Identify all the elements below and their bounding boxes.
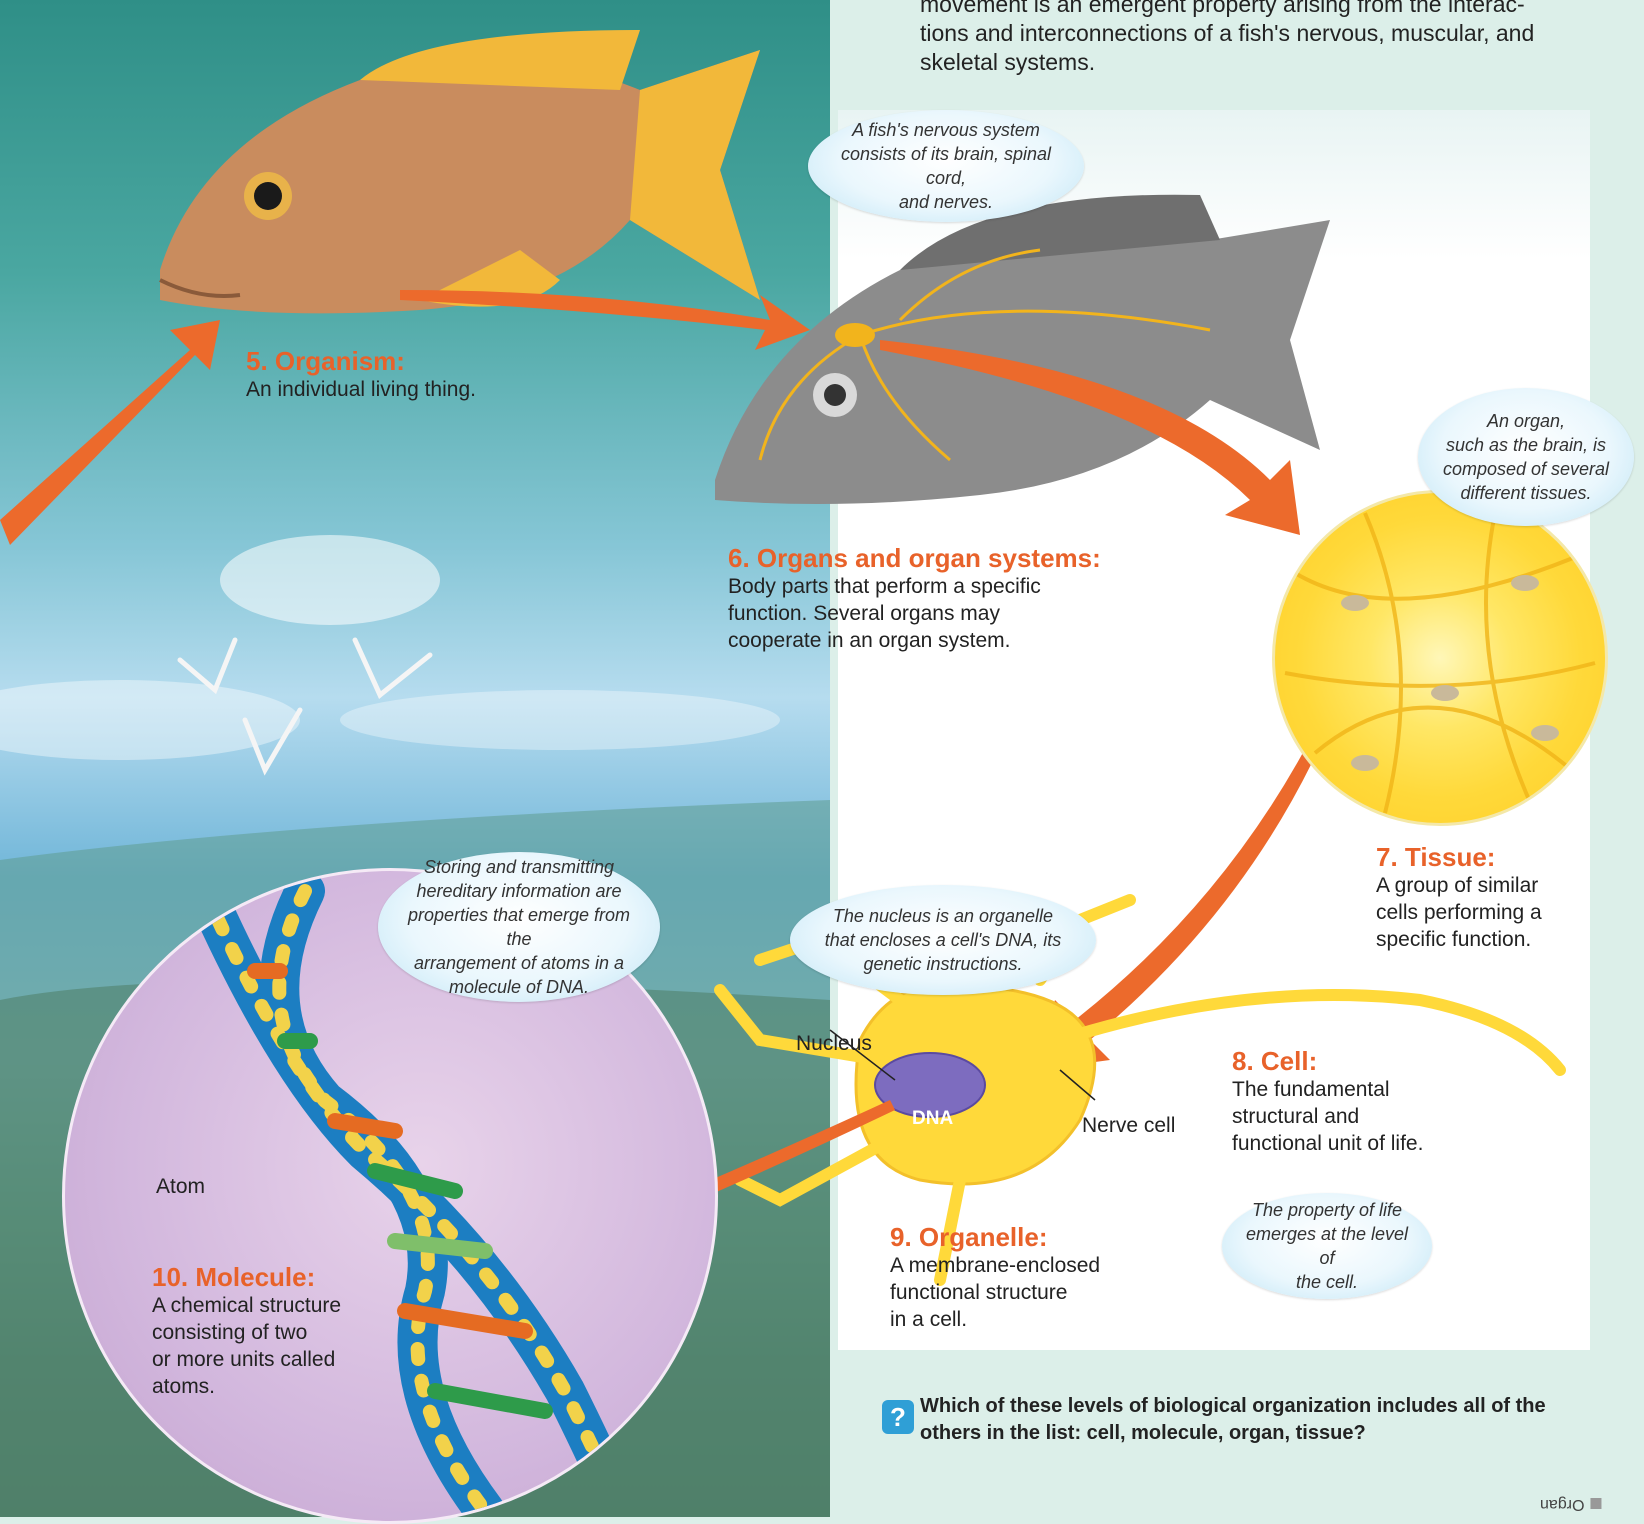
tissue-desc-line: specific function.: [1376, 926, 1542, 953]
organs-caption: 6. Organs and organ systems: Body parts …: [728, 543, 1101, 654]
bubble-line: different tissues.: [1443, 481, 1609, 505]
intro-text: movement is an emergent property arising…: [920, 0, 1620, 77]
intro-line: skeletal systems.: [920, 48, 1620, 77]
bubble-line: arrangement of atoms in a: [400, 951, 638, 975]
question-line: others in the list: cell, molecule, orga…: [920, 1420, 1600, 1447]
bubble-line: such as the brain, is: [1443, 433, 1609, 457]
bubble-line: molecule of DNA.: [400, 975, 638, 999]
answer-text: Organ: [1540, 1495, 1584, 1513]
bubble-line: the cell.: [1244, 1270, 1410, 1294]
bubble-line: emerges at the level of: [1244, 1222, 1410, 1270]
tissue-network: [1275, 493, 1605, 823]
arrow-tissue-to-cell: [1035, 700, 1340, 1070]
organelle-heading: 9. Organelle:: [890, 1222, 1100, 1252]
cell-desc-line: functional unit of life.: [1232, 1130, 1423, 1157]
cell-desc-line: The fundamental: [1232, 1076, 1423, 1103]
nervous-system-bubble: A fish's nervous system consists of its …: [808, 110, 1084, 222]
tissue-desc-line: A group of similar: [1376, 872, 1542, 899]
molecule-heading: 10. Molecule:: [152, 1262, 341, 1292]
organs-desc-line: function. Several organs may: [728, 600, 1101, 627]
life-bubble: The property of life emerges at the leve…: [1222, 1193, 1432, 1299]
question-line: Which of these levels of biological orga…: [920, 1393, 1600, 1420]
arrow-organism-to-organs: [400, 290, 810, 350]
question-icon: ?: [882, 1400, 914, 1434]
tissue-desc-line: cells performing a: [1376, 899, 1542, 926]
dna-bubble: Storing and transmitting hereditary info…: [378, 852, 660, 1002]
bubble-line: consists of its brain, spinal cord,: [830, 142, 1062, 190]
organ-bubble: An organ, such as the brain, is composed…: [1418, 388, 1634, 526]
bubble-line: Storing and transmitting: [400, 855, 638, 879]
answer-square-icon: [1590, 1499, 1601, 1510]
intro-line: movement is an emergent property arising…: [920, 0, 1620, 19]
bubble-line: A fish's nervous system: [830, 118, 1062, 142]
organism-heading: 5. Organism:: [246, 346, 476, 376]
nucleus-bubble: The nucleus is an organelle that enclose…: [790, 885, 1096, 995]
organelle-caption: 9. Organelle: A membrane-enclosed functi…: [890, 1222, 1100, 1333]
molecule-desc-line: atoms.: [152, 1373, 341, 1400]
organism-caption: 5. Organism: An individual living thing.: [246, 346, 476, 403]
organs-desc-line: Body parts that perform a specific: [728, 573, 1101, 600]
bubble-line: and nerves.: [830, 190, 1062, 214]
tissue-caption: 7. Tissue: A group of similar cells perf…: [1376, 842, 1542, 953]
question-text: Which of these levels of biological orga…: [920, 1393, 1600, 1447]
organelle-desc-line: in a cell.: [890, 1306, 1100, 1333]
molecule-desc-line: consisting of two: [152, 1319, 341, 1346]
intro-line: tions and interconnections of a fish's n…: [920, 19, 1620, 48]
bubble-line: hereditary information are: [400, 879, 638, 903]
nucleus-label: Nucleus: [796, 1032, 872, 1056]
cell-desc-line: structural and: [1232, 1103, 1423, 1130]
tissue-illustration: [1272, 490, 1608, 826]
bubble-line: genetic instructions.: [825, 952, 1062, 976]
bubble-line: The property of life: [1244, 1198, 1410, 1222]
cell-caption: 8. Cell: The fundamental structural and …: [1232, 1046, 1423, 1157]
cell-heading: 8. Cell:: [1232, 1046, 1423, 1076]
nerve-cell-label: Nerve cell: [1082, 1114, 1175, 1138]
molecule-caption: 10. Molecule: A chemical structure consi…: [152, 1262, 341, 1400]
bubble-line: An organ,: [1443, 409, 1609, 433]
upside-down-answer: Organ: [1540, 1495, 1601, 1513]
organelle-desc-line: A membrane-enclosed: [890, 1252, 1100, 1279]
molecule-desc-line: A chemical structure: [152, 1292, 341, 1319]
molecule-desc-line: or more units called: [152, 1346, 341, 1373]
bubble-line: The nucleus is an organelle: [825, 904, 1062, 928]
bubble-line: properties that emerge from the: [400, 903, 638, 951]
organelle-desc-line: functional structure: [890, 1279, 1100, 1306]
organism-desc: An individual living thing.: [246, 376, 476, 403]
dna-label: DNA: [912, 1108, 953, 1130]
bubble-line: that encloses a cell's DNA, its: [825, 928, 1062, 952]
organs-desc-line: cooperate in an organ system.: [728, 627, 1101, 654]
bubble-line: composed of several: [1443, 457, 1609, 481]
atom-label: Atom: [156, 1175, 205, 1199]
tissue-heading: 7. Tissue:: [1376, 842, 1542, 872]
organs-heading: 6. Organs and organ systems:: [728, 543, 1101, 573]
